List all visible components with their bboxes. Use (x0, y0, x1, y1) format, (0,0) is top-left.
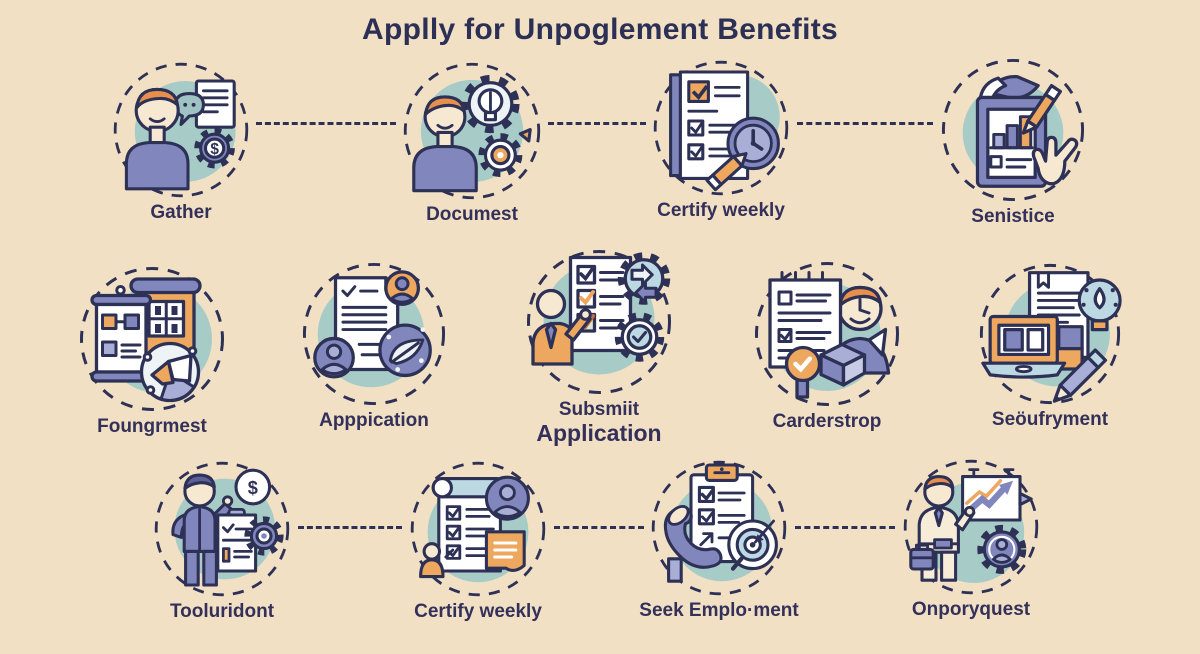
step-gather: $ Gather (81, 60, 281, 224)
step-label: Tooluridont (169, 601, 275, 622)
charts-boards-megaphone-icon (80, 267, 224, 411)
step-label: Onporyquest (911, 599, 1031, 620)
step-carderstrop: Carderstrop (727, 259, 927, 433)
checklist-clock-pencil-icon (653, 60, 789, 196)
step-foungrmest: Foungrmest (52, 264, 252, 438)
document-avatars-feather-icon (302, 262, 446, 406)
page-title: Applly for Unpoglement Benefits (362, 13, 838, 46)
step-certify-weekly-2: Certify weekly (378, 459, 578, 623)
svg-text:$: $ (248, 478, 258, 498)
connector-dashed-line (298, 526, 402, 529)
step-tooluridont: $ Tooluridont (122, 459, 322, 623)
connector-dashed-line (256, 122, 396, 125)
step-label: Apppication (319, 410, 429, 431)
step-seek-emploment: Seek Emplo·ment (619, 458, 819, 622)
step-senistice: Senistice (913, 56, 1113, 228)
step-label: Foungrmest (97, 416, 207, 437)
person-speech-document-dollar-gear-icon: $ (113, 62, 249, 198)
step-certify-weekly-1: Certify weekly (621, 58, 821, 222)
step-apppication: Apppication (274, 260, 474, 432)
person-checklist-gears-icon (527, 250, 671, 394)
step-label: Carderstrop (772, 411, 882, 432)
svg-text:$: $ (210, 141, 219, 158)
step-label: Documest (426, 204, 518, 225)
clipboard-barchart-pencil-hand-icon (941, 58, 1085, 202)
connector-dashed-line (795, 526, 895, 529)
person-lightbulb-gears-icon (403, 62, 541, 200)
step-label: Senistice (971, 206, 1055, 227)
presenter-chart-gear-briefcase-icon (903, 459, 1039, 595)
scroll-checklist-avatar-document-icon (410, 461, 546, 597)
clipboard-phone-target-icon (651, 460, 787, 596)
step-label: Seek Emplo·ment (639, 600, 799, 621)
step-label: Certify weekly (657, 200, 785, 221)
connector-dashed-line (797, 122, 933, 125)
step-seoufryment: Seöufryment (950, 261, 1150, 431)
step-label: Gather (150, 202, 212, 223)
step-documest: Documest (372, 60, 572, 226)
worker-dollar-clipboard-gear-icon: $ (154, 461, 290, 597)
step-label: Certify weekly (414, 601, 542, 622)
step-label-line2: Application (536, 419, 662, 446)
step-label: Subsmiit (558, 399, 640, 420)
connector-dashed-line (554, 526, 644, 529)
laptop-document-gauge-pencil-icon (979, 263, 1122, 405)
step-label: Seöufryment (991, 409, 1109, 430)
step-subsmiit-application: Subsmiit Application (499, 247, 699, 446)
step-onporyquest: Onporyquest (871, 457, 1071, 621)
notebook-clockface-person-box-magnifier-icon (755, 262, 899, 406)
connector-dashed-line (548, 122, 646, 125)
